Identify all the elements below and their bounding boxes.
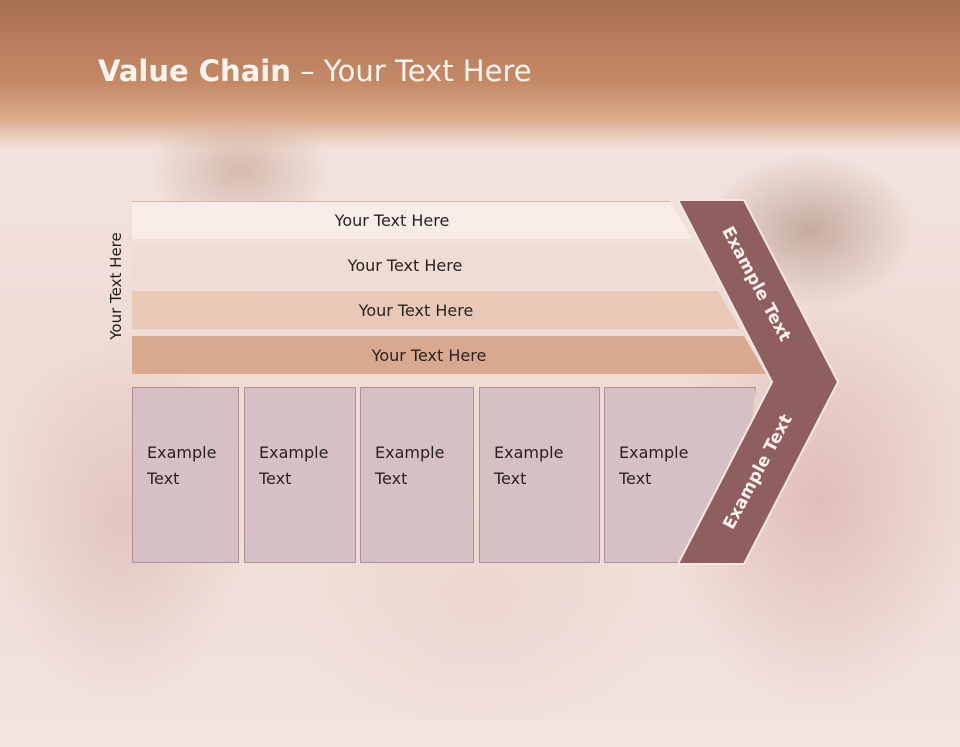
- box-1-line2: Text: [147, 469, 180, 488]
- chevron-shape: [676, 199, 840, 565]
- bar-2: Your Text Here: [132, 246, 718, 284]
- bar-1-label: Your Text Here: [334, 211, 450, 230]
- header-band: [0, 0, 960, 150]
- bar-1: Your Text Here: [132, 201, 692, 239]
- box-4-line1: Example: [494, 443, 564, 462]
- bar-2-label: Your Text Here: [347, 255, 463, 275]
- box-5-line1: Example: [619, 443, 689, 462]
- bar-3-label: Your Text Here: [358, 300, 474, 320]
- box-1-line1: Example: [147, 443, 217, 462]
- side-label: Your Text Here: [104, 188, 128, 384]
- chevron-arrow: [676, 199, 840, 565]
- bar-4: Your Text Here: [132, 336, 766, 374]
- title-bold: Value Chain: [98, 54, 291, 88]
- box-4-line2: Text: [494, 469, 527, 488]
- bar-4-label: Your Text Here: [371, 345, 487, 365]
- box-3-line1: Example: [375, 443, 445, 462]
- title-rest: – Your Text Here: [290, 54, 532, 88]
- box-3-line2: Text: [375, 469, 408, 488]
- box-5-line2: Text: [619, 469, 652, 488]
- side-label-text: Your Text Here: [107, 232, 125, 340]
- box-2-line2: Text: [259, 469, 292, 488]
- slide-title: Value Chain – Your Text Here: [98, 54, 532, 88]
- bar-3: Your Text Here: [132, 291, 740, 329]
- box-2-line1: Example: [259, 443, 329, 462]
